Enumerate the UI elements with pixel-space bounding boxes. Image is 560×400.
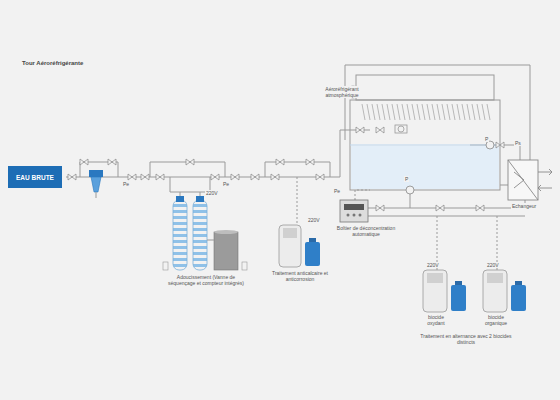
note-label: 220V: [426, 262, 440, 268]
note-label: 220V: [307, 217, 321, 223]
node-label: EAU BRUTE: [16, 174, 54, 181]
note-label: biocide organique: [478, 314, 514, 326]
note-label: Ps: [514, 140, 522, 146]
note-label: Echangeur: [511, 203, 537, 209]
source-box: EAU BRUTE: [8, 166, 62, 188]
note-label: Boîtier de déconcentration automatique: [335, 225, 397, 237]
note-label: P: [484, 136, 489, 142]
note-label: 220V: [486, 262, 500, 268]
note-label: Traitement anticalcaire et anticorrosion: [265, 270, 335, 282]
note-label: P: [404, 176, 409, 182]
note-label: Traitement en alternance avec 2 biocides…: [410, 333, 522, 345]
note-label: biocide oxydant: [418, 314, 454, 326]
note-label: Pe: [333, 188, 341, 194]
note-label: Aéroréfrigérant atmosphérique: [322, 86, 362, 98]
note-label: Adoucissement (Vanne de séquençage et co…: [165, 274, 247, 286]
note-label: 220V: [205, 190, 219, 196]
note-label: Pe: [122, 181, 130, 187]
diagram-title: Tour Aéroréfrigérante: [22, 60, 83, 66]
note-label: Pe: [222, 181, 230, 187]
